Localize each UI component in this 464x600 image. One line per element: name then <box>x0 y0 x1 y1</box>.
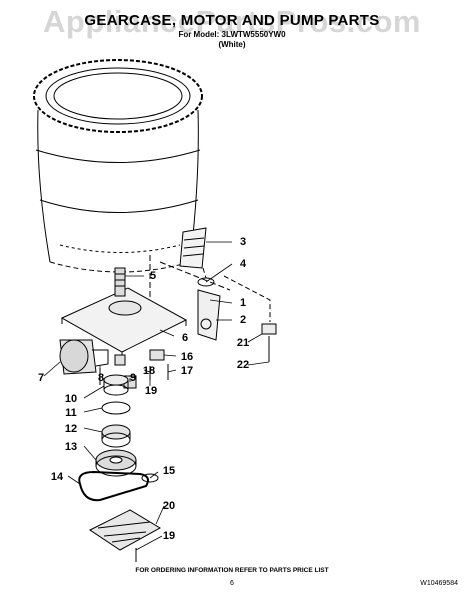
callout-18: 18 <box>142 365 156 377</box>
page-number: 6 <box>230 580 234 587</box>
motor-illustration <box>59 339 109 375</box>
callout-7: 7 <box>37 372 45 384</box>
wash-tub-illustration <box>33 59 231 310</box>
watermark: AppliancePartsPros.com <box>43 4 421 39</box>
callout-11: 11 <box>65 407 77 419</box>
callout-12: 12 <box>64 423 78 435</box>
callout-14: 14 <box>50 471 64 483</box>
callout-16: 16 <box>180 351 194 363</box>
callout-8: 8 <box>97 372 105 384</box>
ordering-note: FOR ORDERING INFORMATION REFER TO PARTS … <box>135 567 329 574</box>
callout-5: 5 <box>149 270 157 282</box>
bracket-illustration <box>261 323 277 362</box>
callout-3: 3 <box>239 236 247 248</box>
gearcase-plate-illustration <box>60 267 188 358</box>
leader-lines <box>43 241 270 551</box>
document-number: W10469584 <box>420 580 458 587</box>
callout-13: 13 <box>64 441 78 453</box>
drain-hose-illustration <box>179 227 207 269</box>
callout-20: 20 <box>162 500 176 512</box>
callout-15: 15 <box>162 465 176 477</box>
callout-19-top: 19 <box>144 385 158 397</box>
pulley-stack-illustration <box>95 374 137 477</box>
pump-illustration <box>197 267 271 341</box>
callout-2: 2 <box>239 314 247 326</box>
belt-illustration <box>78 470 159 502</box>
model-subtitle: For Model: 3LWTW5550YW0 <box>178 30 286 39</box>
callout-6: 6 <box>181 332 189 344</box>
callout-4: 4 <box>239 258 247 270</box>
callout-21: 21 <box>236 337 250 349</box>
shield-illustration <box>89 509 162 562</box>
color-variant: (White) <box>218 40 246 49</box>
callout-10: 10 <box>64 393 78 405</box>
callout-22: 22 <box>236 359 250 371</box>
callout-9: 9 <box>129 372 137 384</box>
callout-1: 1 <box>239 297 247 309</box>
callout-17: 17 <box>180 365 194 377</box>
page-title: GEARCASE, MOTOR AND PUMP PARTS <box>84 12 380 29</box>
callout-19-bottom: 19 <box>162 530 176 542</box>
